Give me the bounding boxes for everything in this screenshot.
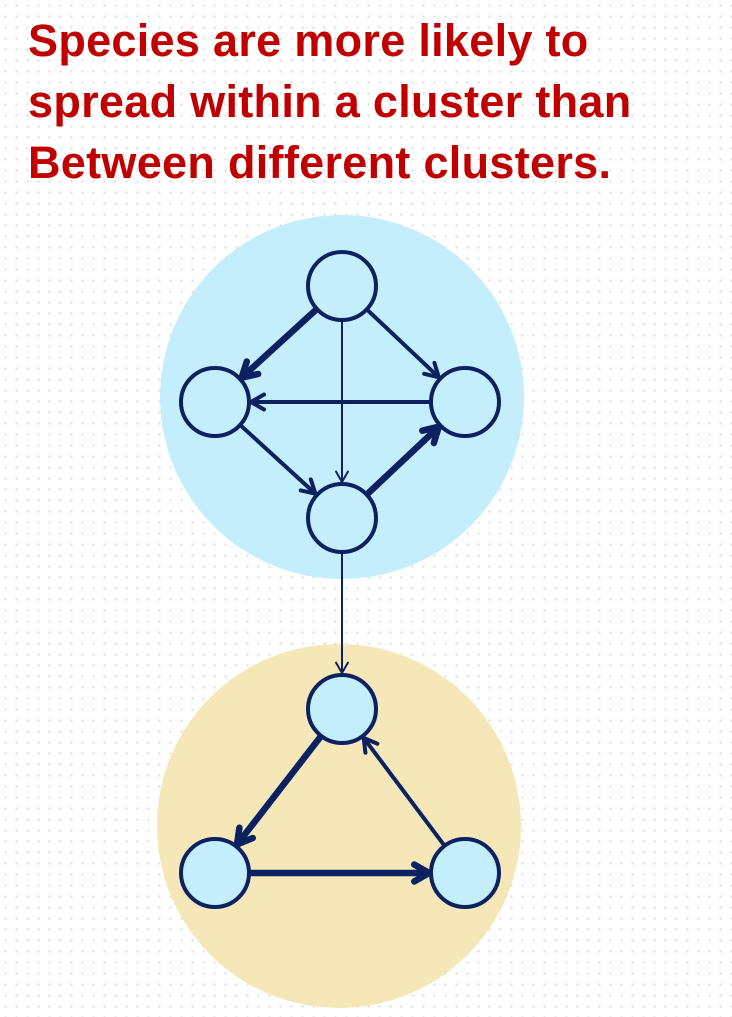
node-t-top	[306, 673, 378, 745]
node-b-left	[179, 366, 251, 438]
diagram-title: Species are more likely to spread within…	[28, 10, 728, 193]
tan-cluster	[157, 644, 521, 1008]
node-t-right	[429, 837, 501, 909]
node-b-top	[306, 250, 378, 322]
title-line-2: spread within a cluster than	[28, 76, 632, 127]
node-b-right	[429, 366, 501, 438]
title-line-1: Species are more likely to	[28, 15, 589, 66]
node-b-bottom	[306, 482, 378, 554]
title-line-3: Between different clusters.	[28, 137, 612, 188]
node-t-left	[179, 837, 251, 909]
nodes-layer	[179, 250, 501, 909]
